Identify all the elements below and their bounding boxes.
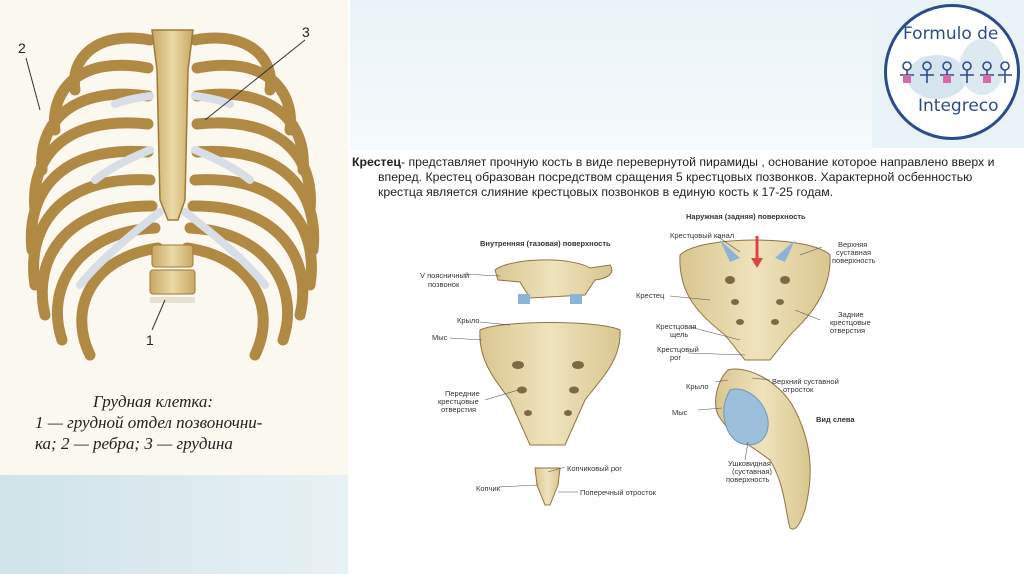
label-number-1: 1 [146,332,154,348]
label-upper-surface-3: поверхность [832,257,876,265]
label-coccyx: Копчик [476,485,500,493]
side-view-title: Вид слева [816,416,855,424]
label-post-foramina-3: отверстия [830,327,865,335]
label-sacral-canal: Крестцовый канал [670,232,734,240]
caption-line-1: 1 — грудной отдел позвоночни- [35,412,345,433]
footer-band [0,475,348,574]
label-number-3: 3 [302,24,310,40]
label-wing-front: Крыло [457,317,480,325]
ribcage-caption: Грудная клетка: 1 — грудной отдел позвон… [85,391,345,454]
text-line-1: - представляет прочную кость в виде пере… [401,155,995,169]
label-transverse-process: Поперечный отросток [580,489,656,497]
text-line-3: крестца является слияние крестцовых позв… [352,185,1020,200]
front-view-title: Внутренняя (тазовая) поверхность [480,240,611,248]
label-promontory-front: Мыс [432,334,447,342]
caption-title: Грудная клетка: [85,391,345,412]
label-foramina-3: отверстия [441,406,476,414]
label-l5-line2: позвонок [428,281,459,289]
sacrum-description: Крестец- представляет прочную кость в ви… [352,155,1020,200]
logo-text-bottom: Integreco [918,96,999,116]
header-band [350,0,872,150]
text-line-2: вперед. Крестец образован посредством ср… [352,170,1020,185]
ribcage-figure: 2 3 1 Грудная клетка: 1 — грудной отдел … [0,0,348,475]
label-process-2: отросток [783,386,813,394]
label-promontory-side: Мыс [672,409,687,417]
label-l5-line1: V поясничный [420,272,469,280]
caption-line-2: ка; 2 — ребра; 3 — грудина [35,433,345,454]
label-auricular-3: поверхность [726,476,770,484]
back-view-title: Наружная (задняя) поверхность [686,213,806,221]
term-sacrum: Крестец [352,155,401,169]
label-hiatus-2: щель [670,331,688,339]
label-horn-2: рог [670,354,681,362]
label-wing-side: Крыло [686,383,709,391]
label-number-2: 2 [18,40,26,56]
ribcage-illustration [0,0,348,390]
logo-text-top: Formulo de [903,24,998,44]
label-sacrum-back: Крестец [636,292,664,300]
label-coccyx-horn: Копчиковый рог [567,465,622,473]
